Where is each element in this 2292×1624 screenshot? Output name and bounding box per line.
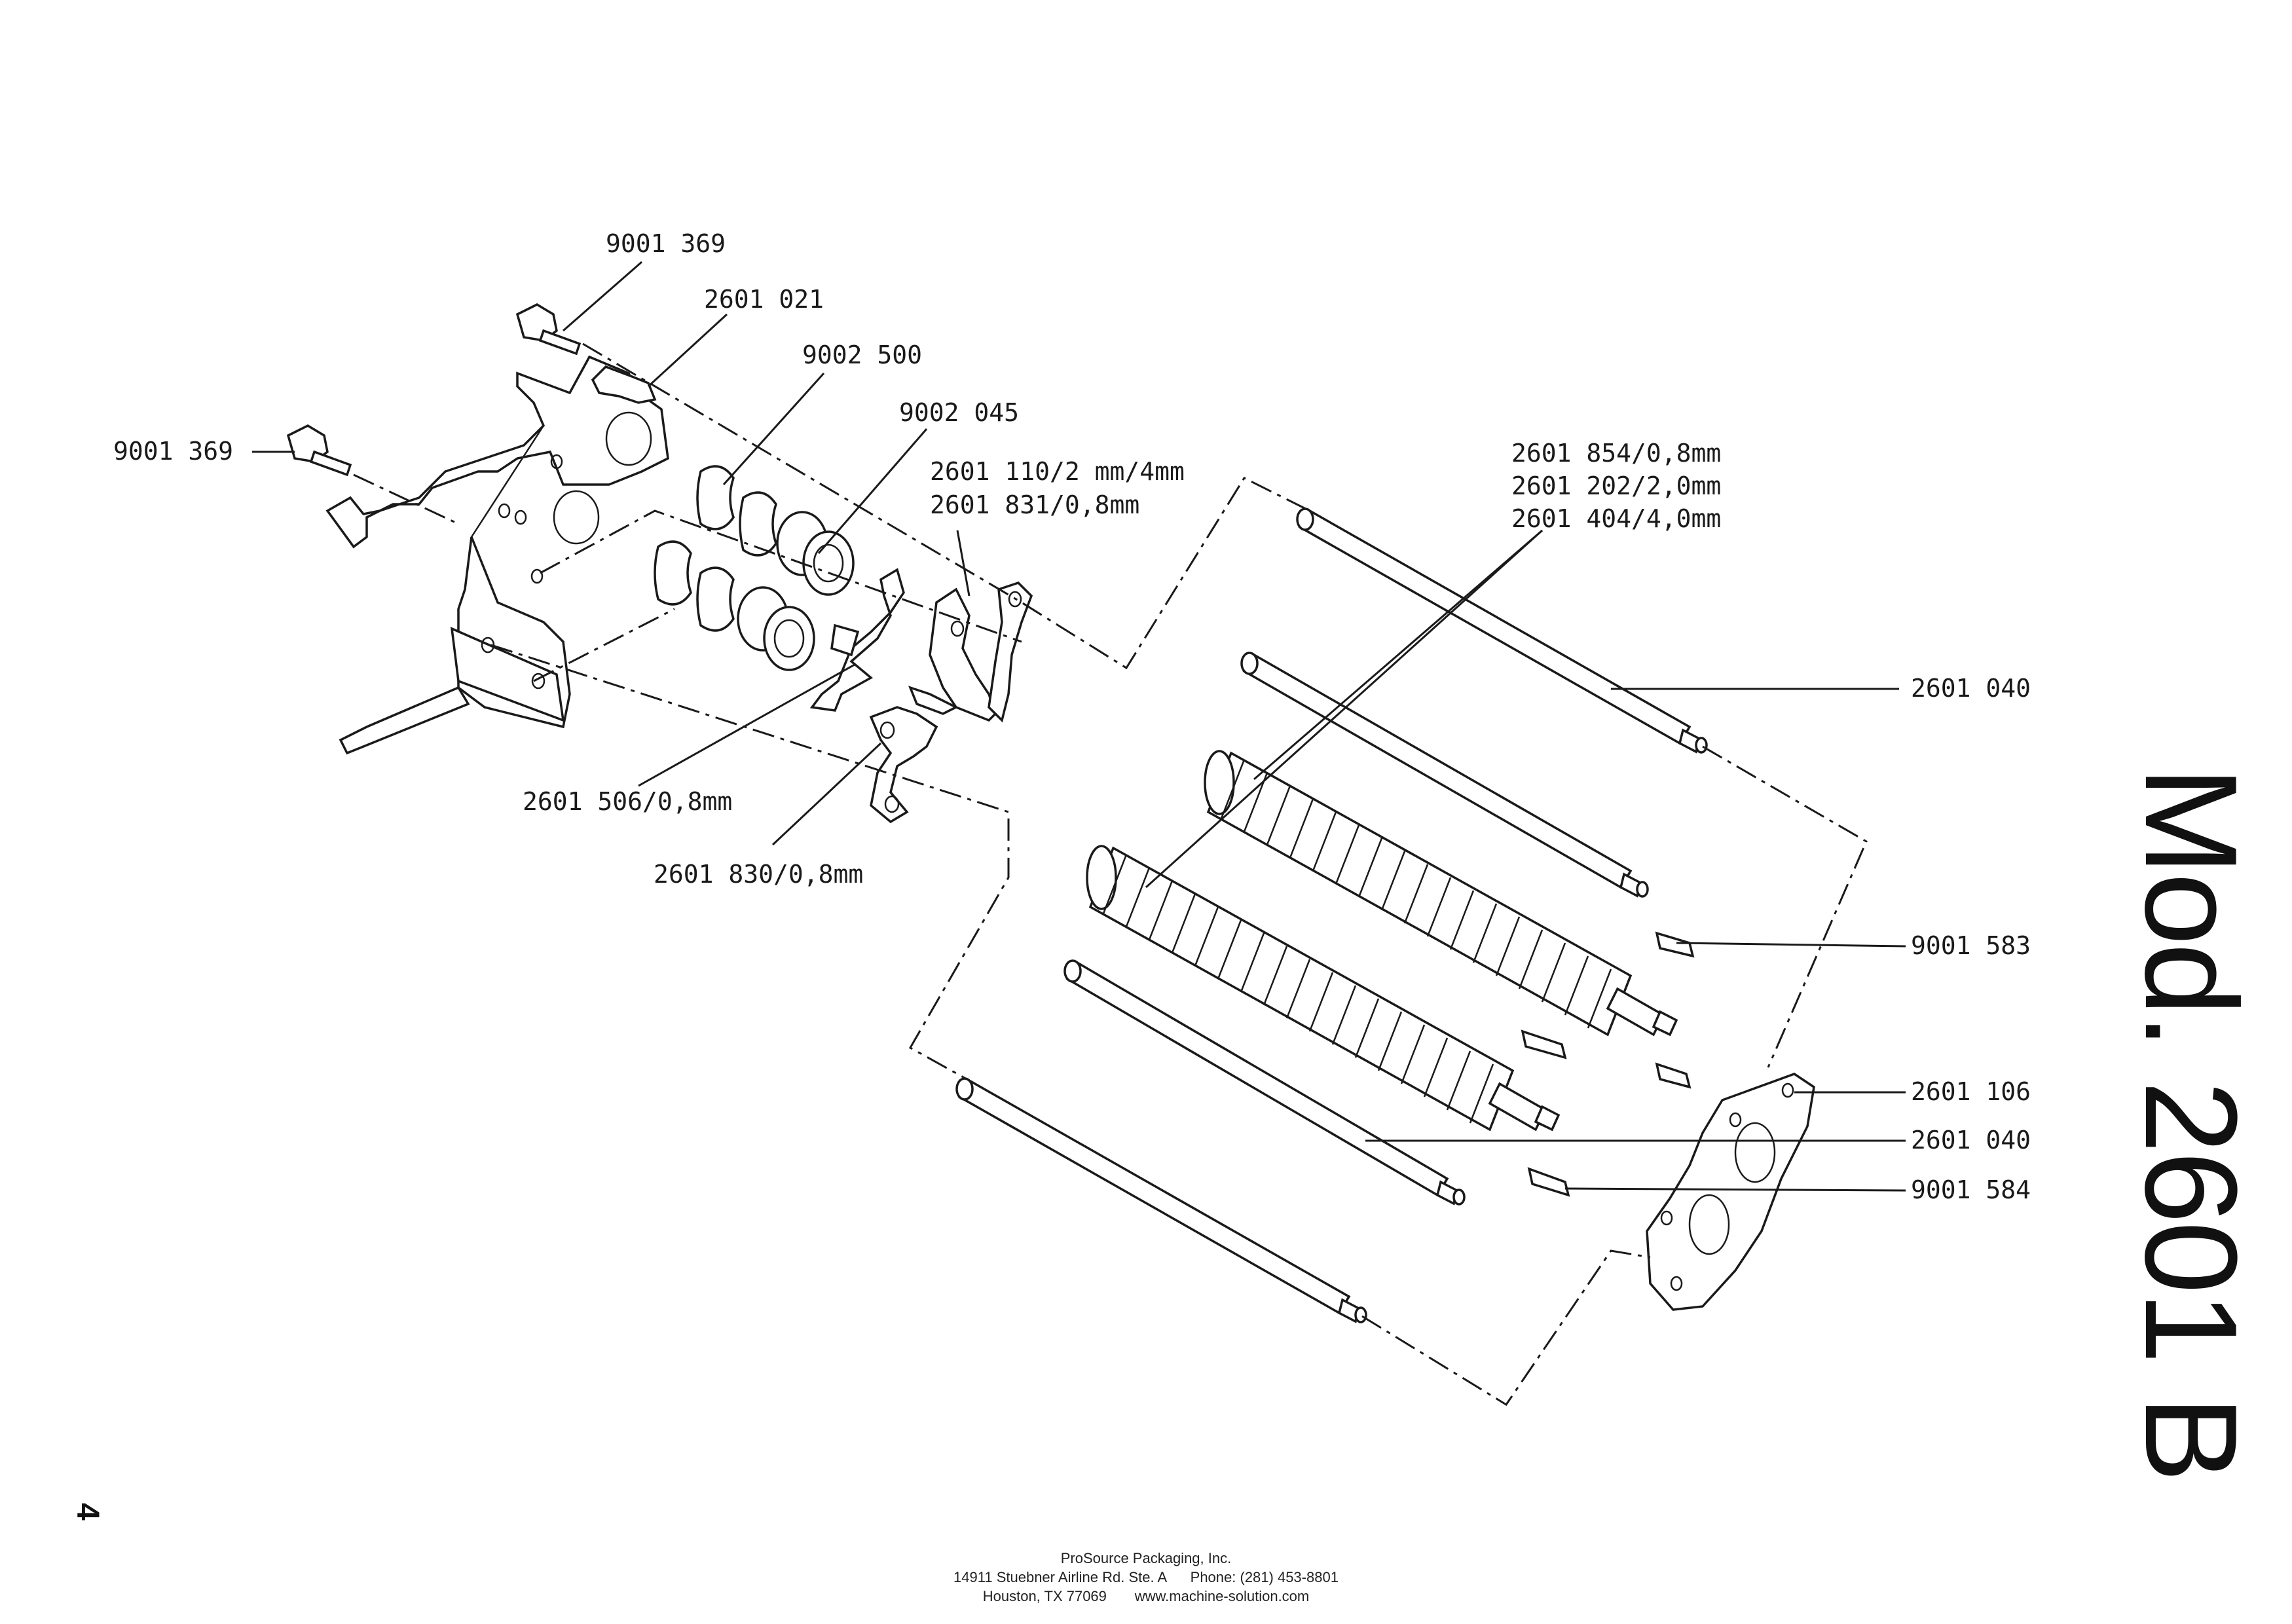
label-screw-left: 9001 369 (113, 437, 233, 466)
label-roller-c: 2601 404/4,0mm (1511, 504, 1721, 533)
footer-address: 14911 Stuebner Airline Rd. Ste. A Phone:… (953, 1569, 1339, 1585)
assembly-centerlines (353, 342, 1868, 1407)
footer-city: Houston, TX 77069 www.machine-solution.c… (982, 1588, 1310, 1604)
roller-lower (1086, 845, 1561, 1132)
model-title: Mod. 2601 B (2118, 766, 2264, 1552)
label-spacer: 9002 500 (802, 341, 922, 369)
roller-upper (1204, 750, 1678, 1037)
rod-bottom (955, 1077, 1367, 1323)
label-key-top: 9001 583 (1911, 931, 2031, 960)
label-plate-b: 2601 831/0,8mm (930, 490, 1139, 519)
end-plate (1646, 1073, 1815, 1311)
label-roller-a: 2601 854/0,8mm (1511, 439, 1721, 468)
label-end-plate: 2601 106 (1911, 1077, 2031, 1106)
bearing-upper (776, 511, 855, 596)
label-roller-b: 2601 202/2,0mm (1511, 471, 1721, 500)
side-frame-plate (325, 355, 669, 755)
label-rod-bottom: 2601 040 (1911, 1126, 2031, 1154)
label-screw-top: 9001 369 (606, 229, 726, 258)
footer-company: ProSource Packaging, Inc. (1060, 1550, 1232, 1566)
lever-plate-a (809, 568, 905, 712)
label-lever-b: 2601 830/0,8mm (654, 860, 863, 889)
spacer-row-lower (654, 540, 735, 632)
label-plate-a: 2601 110/2 mm/4mm (930, 457, 1185, 486)
leader-lines (252, 261, 1906, 1192)
spacer-row-upper (696, 465, 777, 557)
label-rod-top: 2601 040 (1911, 674, 2031, 703)
footer-address-block: ProSource Packaging, Inc. 14911 Stuebner… (786, 1549, 1506, 1606)
screw-top (515, 303, 582, 356)
label-lever-a: 2601 506/0,8mm (523, 787, 732, 816)
label-key-bottom: 9001 584 (1911, 1175, 2031, 1204)
keys (1521, 931, 1695, 1197)
lever-plate-b (929, 581, 1033, 723)
label-bearing: 9002 045 (899, 398, 1019, 427)
rod-top (1296, 507, 1708, 754)
model-title-text: Mod. 2601 B (2118, 766, 2264, 1481)
screw-left (286, 424, 352, 477)
part-labels: 9001 369 9001 369 2601 021 9002 500 9002… (113, 229, 2031, 1204)
page-number-text: 4 (70, 1503, 105, 1521)
bearing-lower (737, 586, 815, 671)
lever-plate-c (869, 686, 959, 824)
label-bracket: 2601 021 (704, 285, 824, 314)
page-number: 4 (70, 1503, 105, 1542)
rod-lower-middle (1063, 959, 1466, 1206)
